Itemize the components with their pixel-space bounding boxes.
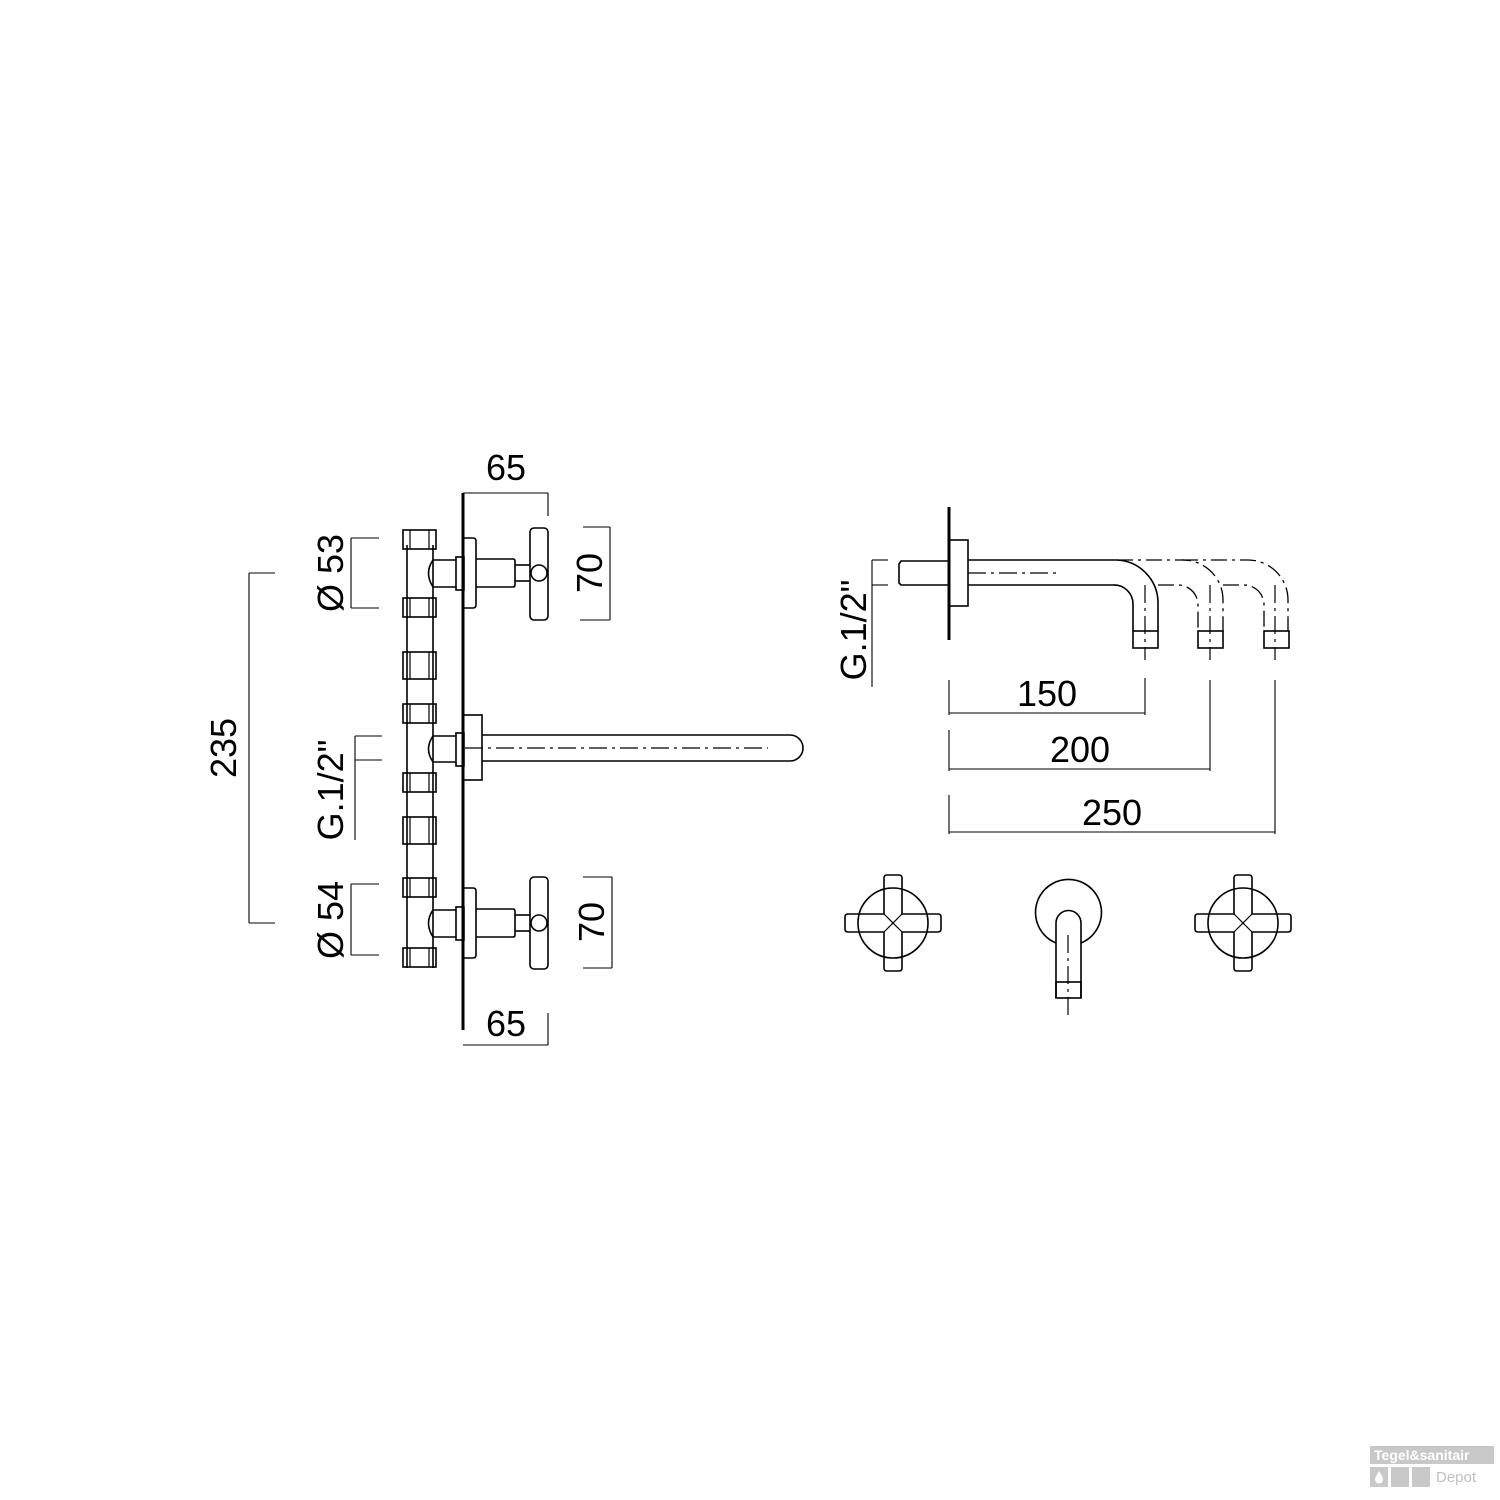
dim-spout-thread: G.1/2" (833, 559, 888, 687)
dim-top-handle-height: 70 (569, 526, 611, 621)
dim-spout-250: 250 (948, 680, 1276, 834)
watermark-square (1412, 1467, 1430, 1487)
top-valve (427, 527, 549, 621)
dim-spout-200: 200 (948, 680, 1211, 771)
dim-spout-thread-label: G.1/2" (833, 580, 874, 681)
dim-spout-250-label: 250 (1082, 792, 1142, 833)
side-spout (427, 714, 804, 781)
dim-top-projection-label: 65 (486, 447, 526, 488)
watermark-bottom-row: Depot (1370, 1467, 1494, 1487)
watermark-square (1391, 1467, 1409, 1487)
dim-bottom-handle-height: 70 (571, 876, 613, 969)
dim-top-diameter-label: Ø 53 (310, 534, 351, 612)
dim-top-diameter: Ø 53 (310, 534, 379, 612)
front-view (844, 874, 1292, 1015)
water-drop-icon (1370, 1467, 1388, 1487)
watermark-brand-top: Tegel&sanitair (1370, 1446, 1494, 1464)
dim-center-distance-label: 235 (203, 718, 244, 778)
spout-front-icon (1034, 878, 1103, 1015)
cross-handle-right-icon (1194, 874, 1292, 972)
dim-bottom-projection: 65 (463, 1003, 549, 1046)
body-nuts (402, 529, 437, 968)
spout-view: G.1/2" 150 200 250 (833, 507, 1290, 834)
cross-handle-left-icon (844, 874, 942, 972)
bottom-valve (427, 876, 549, 970)
dim-top-projection: 65 (463, 447, 549, 516)
dim-bottom-diameter: Ø 54 (310, 881, 379, 959)
dim-inlet-thread: G.1/2" (310, 735, 382, 841)
watermark-brand-bottom: Depot (1436, 1468, 1477, 1486)
dim-bottom-diameter-label: Ø 54 (310, 881, 351, 959)
dim-bottom-projection-label: 65 (486, 1003, 526, 1044)
dim-spout-150: 150 (948, 673, 1146, 715)
dim-bottom-handle-height-label: 70 (571, 902, 612, 942)
dim-center-distance: 235 (203, 572, 275, 924)
side-view: 65 65 70 70 Ø 53 (203, 447, 804, 1046)
dim-inlet-thread-label: G.1/2" (310, 740, 351, 841)
dim-top-handle-height-label: 70 (569, 553, 610, 593)
brand-watermark: Tegel&sanitair Depot (1370, 1446, 1494, 1494)
dim-spout-150-label: 150 (1017, 673, 1077, 714)
dim-spout-200-label: 200 (1050, 729, 1110, 770)
